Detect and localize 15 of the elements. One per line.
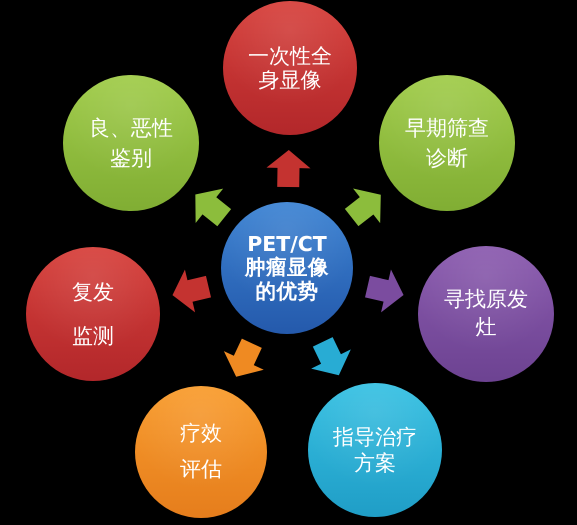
block-arrow (311, 337, 351, 376)
block-arrow (224, 338, 264, 377)
circle-label: 指导治疗方案 (332, 424, 418, 476)
circle-label: 良、恶性鉴别 (88, 114, 174, 172)
block-arrow (172, 270, 212, 312)
block-arrow (195, 188, 232, 226)
block-arrow (365, 269, 404, 312)
circle-label: 疗效评估 (178, 420, 223, 483)
circle-label: 一次性全身显像 (246, 44, 333, 92)
circle-label: PET/CT肿瘤显像的优势 (244, 232, 330, 304)
circle-label: 寻找原发灶 (442, 286, 529, 341)
circle-label: 复发监测 (70, 278, 115, 350)
circle-label: 早期筛查诊断 (404, 114, 490, 172)
block-arrow (266, 150, 310, 188)
block-arrow (344, 188, 381, 226)
